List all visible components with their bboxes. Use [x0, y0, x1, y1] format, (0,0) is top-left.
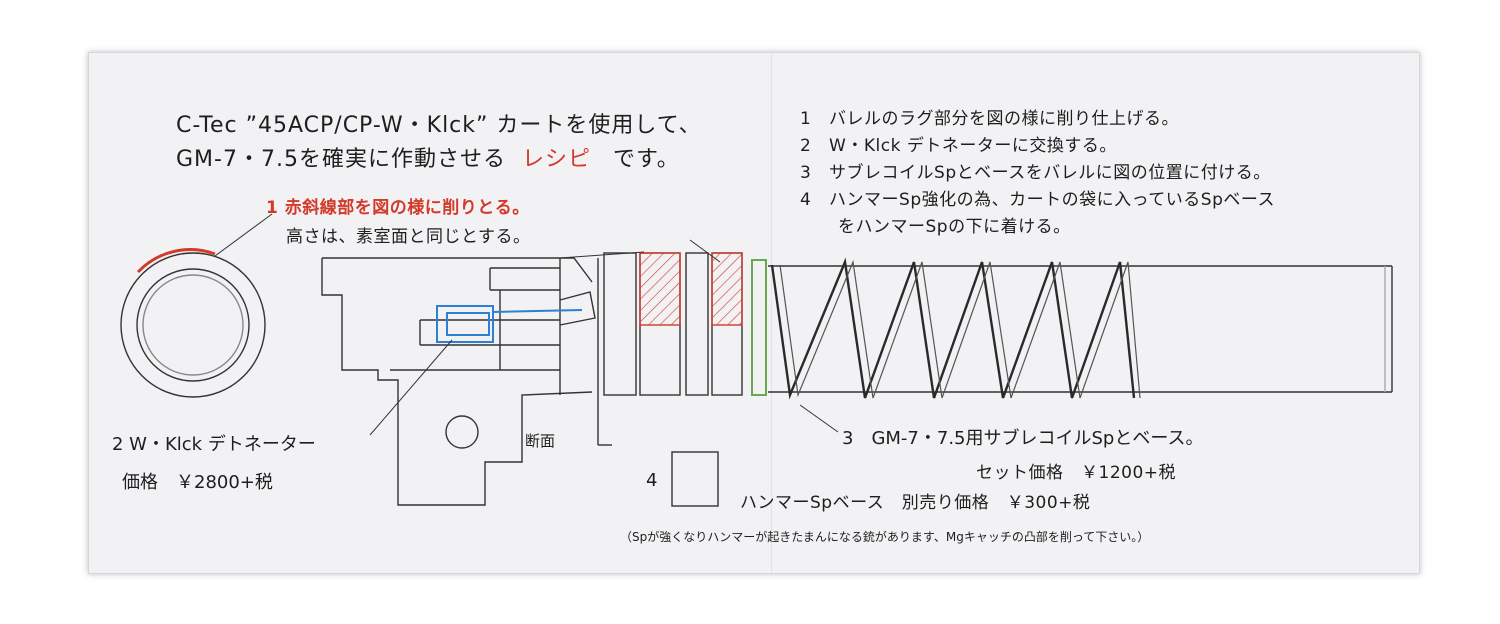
cut-height-note: 高さは、素室面と同じとする。: [286, 227, 531, 247]
recipe-word: レシピ: [521, 147, 591, 172]
spring-label: 3 GM-7・7.5用サブレコイルSpとベース。: [842, 428, 1204, 449]
spring-base: [751, 259, 767, 396]
cut-instruction: 1 赤斜線部を図の様に削りとる。: [266, 198, 530, 218]
instruction-sheet: [88, 52, 1420, 574]
cut-area-1: [639, 252, 681, 326]
section-label: 断面: [525, 432, 556, 450]
barrel-chamber-block: [321, 257, 612, 506]
header-line-2a: GM-7・7.5を確実に作動させる: [176, 147, 506, 172]
detonator-label: 2 W・Klck デトネーター: [112, 434, 316, 455]
recoil-spring: [770, 257, 1141, 400]
footnote: （Spが強くなりハンマーが起きたまんになる銃があります、Mgキャッチの凸部を削っ…: [620, 530, 1150, 544]
hammer-spring-base: [671, 451, 719, 507]
detonator-highlight: [436, 305, 583, 343]
step-2: 2 W・Klck デトネーターに交換する。: [800, 136, 1117, 156]
header-line-2: GM-7・7.5を確実に作動させる レシピ です。: [176, 141, 680, 173]
base-label-price: ハンマーSpベース 別売り価格 ￥300+税: [740, 493, 1091, 513]
base-number: 4: [646, 470, 658, 491]
fold-line: [771, 53, 772, 573]
step-4-cont: をハンマーSpの下に着ける。: [838, 217, 1071, 237]
barrel-end-view: [120, 248, 266, 398]
step-4: 4 ハンマーSp強化の為、カートの袋に入っているSpベース: [800, 190, 1276, 210]
cut-area-2: [711, 252, 743, 326]
header-line-2b: です。: [612, 147, 680, 172]
set-price: セット価格 ￥1200+税: [976, 463, 1177, 483]
step-1: 1 バレルのラグ部分を図の様に削り仕上げる。: [800, 109, 1180, 129]
detonator-price: 価格 ￥2800+税: [122, 472, 273, 493]
step-3: 3 サブレコイルSpとベースをバレルに図の位置に付ける。: [800, 163, 1271, 183]
header-line-1: C-Tec ”45ACP/CP-W・Klck” カートを使用して、: [176, 113, 702, 138]
